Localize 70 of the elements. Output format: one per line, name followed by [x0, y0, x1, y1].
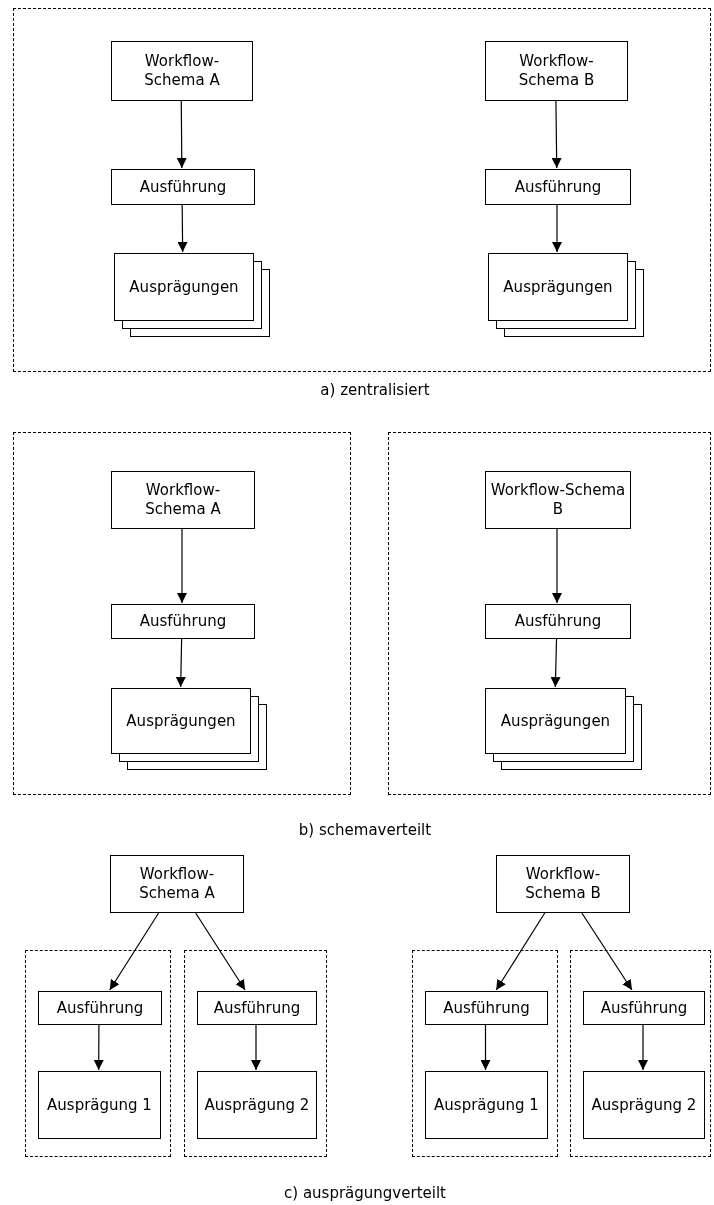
node-label: Ausführung: [55, 998, 145, 1018]
arrow: [581, 912, 633, 991]
process-box: [485, 471, 631, 529]
node-label: Ausprägungen: [502, 277, 614, 297]
arrow: [93, 1023, 104, 1071]
process-box: [38, 991, 162, 1025]
caption: c) ausprägungverteilt: [284, 1182, 446, 1204]
node-label: Ausführung: [599, 998, 689, 1018]
dashed-group-frame: [570, 950, 711, 1157]
process-box: [485, 169, 631, 205]
arrow: [550, 637, 561, 688]
process-box: [38, 1071, 161, 1139]
node-label: Workflow-Schema B: [489, 481, 627, 519]
arrow: [552, 203, 562, 253]
arrow: [109, 912, 160, 991]
arrow: [177, 527, 187, 604]
document-stack-box: [114, 253, 254, 321]
dashed-group-frame: [13, 432, 351, 795]
arrow: [251, 1023, 261, 1071]
arrow: [495, 912, 546, 991]
node-label: Ausprägung 2: [590, 1095, 698, 1115]
process-box: [197, 991, 317, 1025]
node-label: Workflow-Schema A: [143, 52, 221, 90]
process-box: [425, 991, 548, 1025]
process-box: [111, 169, 255, 205]
arrow: [551, 99, 562, 169]
node-label: Ausführung: [138, 177, 228, 197]
arrow: [480, 1023, 491, 1071]
process-box: [485, 604, 631, 639]
dashed-group-frame: [13, 8, 711, 372]
node-label: Ausführung: [442, 998, 531, 1018]
process-box: [425, 1071, 548, 1139]
document-stack-box: [111, 688, 251, 754]
dashed-group-frame: [184, 950, 327, 1157]
process-box: [496, 855, 630, 913]
node-label: Ausführung: [212, 998, 302, 1018]
document-stack-box: [485, 688, 626, 754]
process-box: [197, 1071, 317, 1139]
node-label: Ausprägung 1: [433, 1095, 540, 1115]
node-label: Ausprägungen: [125, 711, 237, 731]
process-box: [583, 991, 705, 1025]
dashed-group-frame: [25, 950, 171, 1157]
node-label: Workflow-Schema B: [524, 865, 602, 903]
node-label: Workflow-Schema A: [144, 481, 222, 519]
caption: b) schemaverteilt: [298, 819, 432, 841]
caption: a) zentralisiert: [320, 379, 430, 401]
node-label: Ausprägungen: [128, 277, 240, 297]
node-label: Ausprägung 2: [203, 1095, 311, 1115]
process-box: [111, 41, 253, 101]
process-box: [485, 41, 628, 101]
arrow: [176, 99, 187, 169]
node-label: Workflow-Schema B: [517, 52, 596, 90]
process-box: [111, 604, 255, 639]
node-label: Ausführung: [138, 612, 228, 631]
dashed-group-frame: [388, 432, 711, 795]
node-label: Ausprägung 1: [46, 1095, 153, 1115]
arrow: [177, 203, 188, 253]
arrow: [195, 912, 246, 991]
arrow: [552, 527, 562, 604]
node-label: Ausprägungen: [499, 711, 612, 731]
document-stack-box: [488, 253, 628, 321]
node-label: Workflow-Schema A: [138, 865, 216, 903]
node-label: Ausführung: [513, 177, 603, 197]
node-label: Ausführung: [513, 612, 603, 631]
process-box: [111, 471, 255, 529]
process-box: [583, 1071, 705, 1139]
process-box: [110, 855, 244, 913]
arrow: [638, 1023, 648, 1071]
arrow: [175, 637, 186, 688]
dashed-group-frame: [412, 950, 558, 1157]
